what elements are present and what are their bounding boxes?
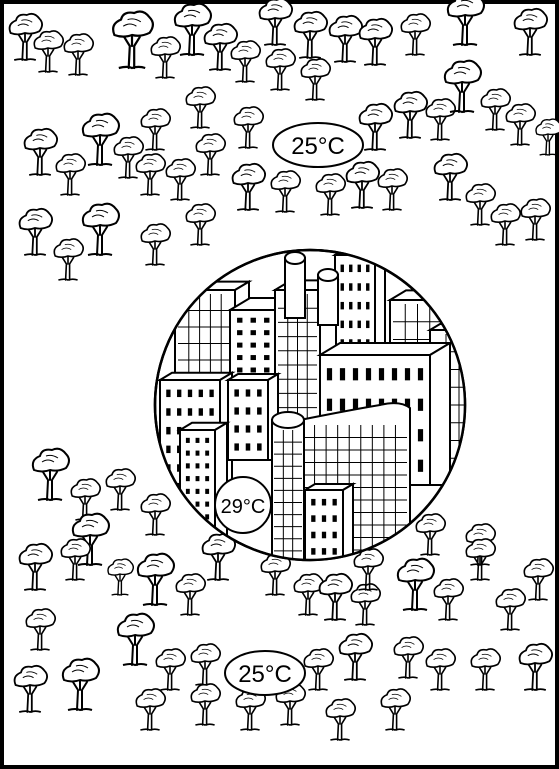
building-mid-small	[228, 374, 278, 460]
temp-label-city: 29°C	[215, 477, 271, 533]
temp-label-city-text: 29°C	[221, 496, 266, 518]
temp-label-forest-bottom: 25°C	[225, 651, 305, 695]
temp-label-forest-bottom-text: 25°C	[238, 661, 292, 688]
temp-label-forest-top-text: 25°C	[291, 133, 345, 160]
temp-label-forest-top: 25°C	[273, 123, 363, 167]
